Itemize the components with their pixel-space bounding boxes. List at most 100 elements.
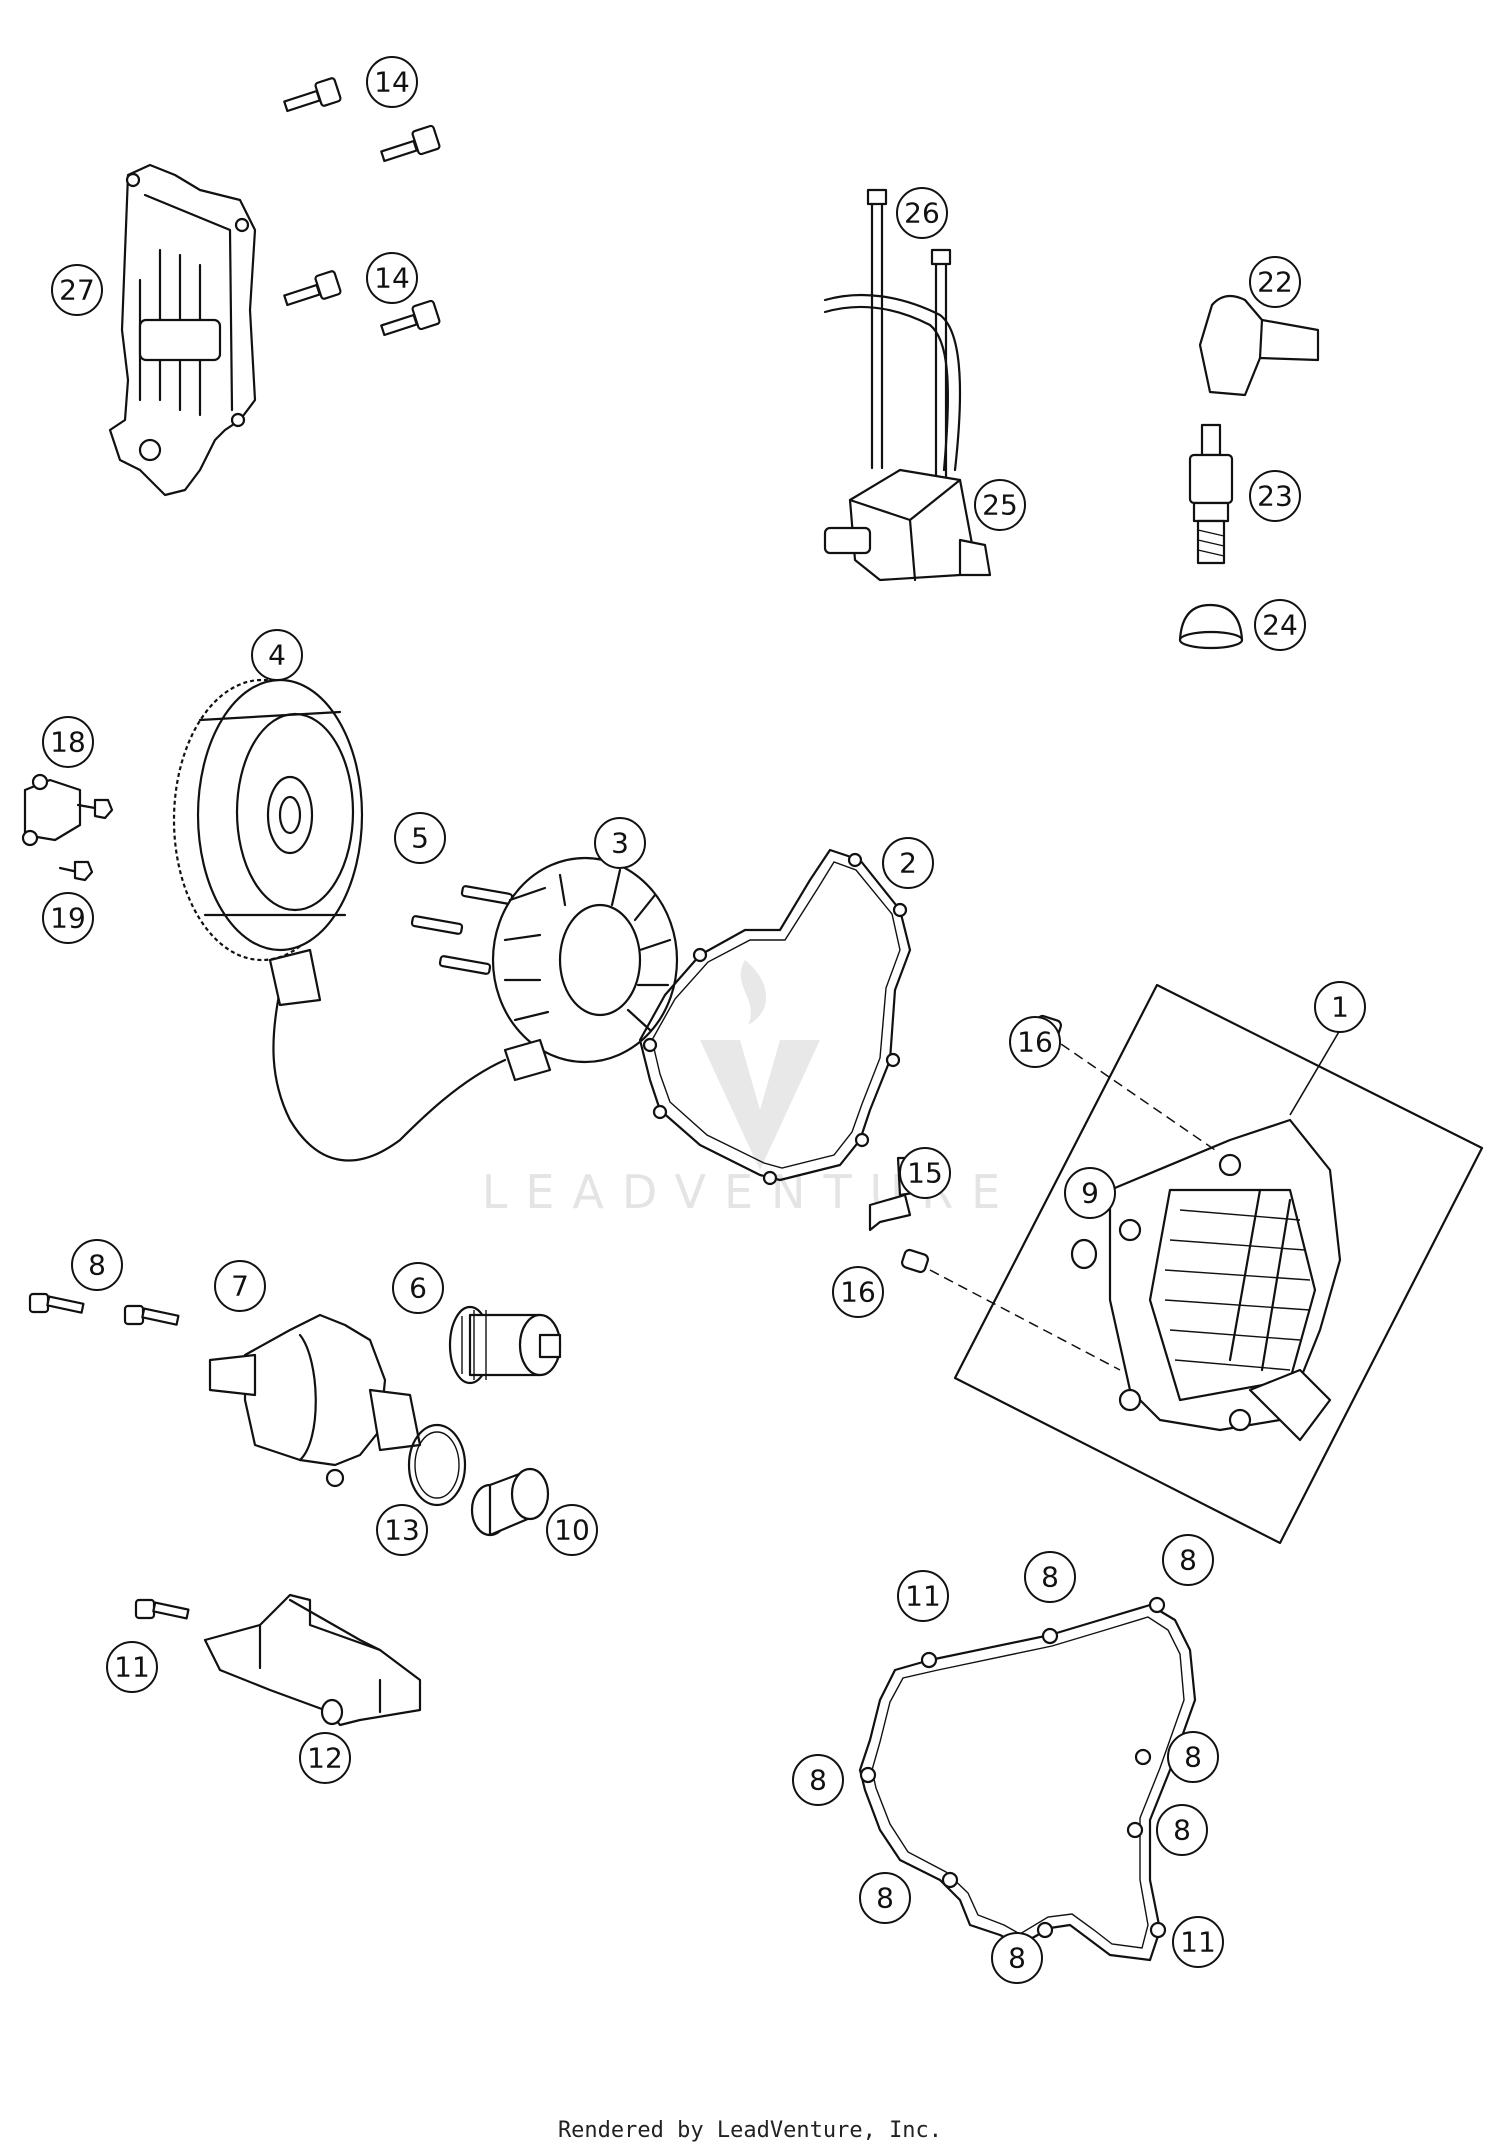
- callout-15: 15: [899, 1147, 951, 1199]
- svg-text:11: 11: [905, 1580, 941, 1613]
- callout-8-gasket-c: 8: [1167, 1731, 1219, 1783]
- svg-text:5: 5: [411, 822, 429, 855]
- svg-text:1: 1: [1331, 991, 1349, 1024]
- svg-text:2: 2: [899, 847, 917, 880]
- svg-text:9: 9: [1081, 1177, 1099, 1210]
- svg-text:6: 6: [409, 1272, 427, 1305]
- callout-14-a: 14: [366, 56, 418, 108]
- plug-9: [1070, 1238, 1098, 1270]
- dash-line-16-bottom: [929, 1269, 1121, 1371]
- callout-25: 25: [974, 479, 1026, 531]
- callout-23: 23: [1249, 470, 1301, 522]
- ignition-cover-1: [953, 983, 1484, 1545]
- callout-24: 24: [1254, 599, 1306, 651]
- callout-22: 22: [1249, 256, 1301, 308]
- starter-motor-7: [208, 1313, 422, 1488]
- screw-18-a: [76, 798, 114, 820]
- bolt-14-top-2: [380, 124, 441, 163]
- svg-text:16: 16: [1017, 1026, 1053, 1059]
- callout-8-gasket-b: 8: [1162, 1534, 1214, 1586]
- svg-text:8: 8: [1008, 1942, 1026, 1975]
- callout-8-gasket-d: 8: [792, 1754, 844, 1806]
- ignition-coil-25: [823, 293, 992, 582]
- svg-text:8: 8: [876, 1882, 894, 1915]
- callout-9: 9: [1064, 1167, 1116, 1219]
- svg-text:11: 11: [114, 1651, 150, 1684]
- gasket-lower: [858, 1596, 1197, 1962]
- svg-text:23: 23: [1257, 480, 1293, 513]
- svg-text:25: 25: [982, 489, 1018, 522]
- bolt-11-guard: [134, 1598, 190, 1620]
- spark-plug-cap-22: [1198, 294, 1320, 397]
- callout-8-gasket-g: 8: [991, 1932, 1043, 1984]
- svg-text:7: 7: [231, 1270, 249, 1303]
- callout-8-gasket-a: 8: [1024, 1551, 1076, 1603]
- callout-5: 5: [394, 812, 446, 864]
- callout-19: 19: [42, 892, 94, 944]
- svg-text:8: 8: [1041, 1561, 1059, 1594]
- bolt-8-starter-1: [28, 1292, 85, 1314]
- callout-3: 3: [594, 817, 646, 869]
- svg-text:26: 26: [904, 197, 940, 230]
- dowel-16-bottom: [901, 1248, 929, 1274]
- guard-12: [203, 1593, 422, 1727]
- callout-8-starter: 8: [71, 1239, 123, 1291]
- callout-11-guard: 11: [106, 1641, 158, 1693]
- callout-16-b: 16: [832, 1266, 884, 1318]
- callout-26: 26: [896, 187, 948, 239]
- svg-text:4: 4: [268, 639, 286, 672]
- callout-11-gasket-bottom: 11: [1172, 1916, 1224, 1968]
- callout-8-gasket-e: 8: [1156, 1804, 1208, 1856]
- svg-text:8: 8: [1179, 1544, 1197, 1577]
- svg-text:8: 8: [1184, 1741, 1202, 1774]
- bendix-6: [448, 1305, 562, 1385]
- svg-text:27: 27: [59, 274, 95, 307]
- callout-8-gasket-f: 8: [859, 1872, 911, 1924]
- callout-27: 27: [51, 264, 103, 316]
- svg-text:14: 14: [374, 66, 410, 99]
- footer-credit: Rendered by LeadVenture, Inc.: [557, 2118, 943, 2143]
- o-ring-13: [407, 1423, 467, 1507]
- svg-text:16: 16: [840, 1276, 876, 1309]
- flywheel-4: [172, 678, 364, 962]
- control-unit-27: [108, 163, 257, 497]
- sensor-18: [21, 773, 82, 847]
- svg-text:8: 8: [1173, 1814, 1191, 1847]
- callout-13: 13: [376, 1504, 428, 1556]
- screws-5: [410, 885, 514, 975]
- dash-line-16-top: [1047, 1034, 1216, 1151]
- svg-text:12: 12: [307, 1742, 343, 1775]
- svg-text:11: 11: [1180, 1926, 1216, 1959]
- leader-lines: [1289, 1029, 1341, 1116]
- stator-3: [268, 856, 679, 1162]
- svg-text:10: 10: [554, 1514, 590, 1547]
- bushing-10: [470, 1467, 550, 1537]
- callout-10: 10: [546, 1504, 598, 1556]
- svg-text:8: 8: [88, 1249, 106, 1282]
- callout-11-gasket-top: 11: [897, 1570, 949, 1622]
- bolt-14-mid-1: [283, 270, 342, 307]
- seal-24: [1178, 603, 1244, 650]
- svg-text:24: 24: [1262, 609, 1298, 642]
- screw-19: [58, 860, 94, 882]
- callout-7: 7: [214, 1260, 266, 1312]
- bolt-14-mid-2: [380, 299, 441, 337]
- gasket-2: [638, 848, 912, 1186]
- callout-4: 4: [251, 629, 303, 681]
- spark-plug-23: [1188, 423, 1234, 565]
- callout-14-b: 14: [366, 252, 418, 304]
- svg-text:8: 8: [809, 1764, 827, 1797]
- svg-text:15: 15: [907, 1157, 943, 1190]
- callout-1: 1: [1314, 981, 1366, 1033]
- bolt-14-top-1: [283, 77, 342, 113]
- callout-16-a: 16: [1009, 1016, 1061, 1068]
- svg-text:22: 22: [1257, 266, 1293, 299]
- bolt-8-starter-2: [123, 1304, 180, 1326]
- callout-12: 12: [299, 1732, 351, 1784]
- svg-text:18: 18: [50, 726, 86, 759]
- svg-text:3: 3: [611, 827, 629, 860]
- svg-text:19: 19: [50, 902, 86, 935]
- svg-text:13: 13: [384, 1514, 420, 1547]
- svg-text:14: 14: [374, 262, 410, 295]
